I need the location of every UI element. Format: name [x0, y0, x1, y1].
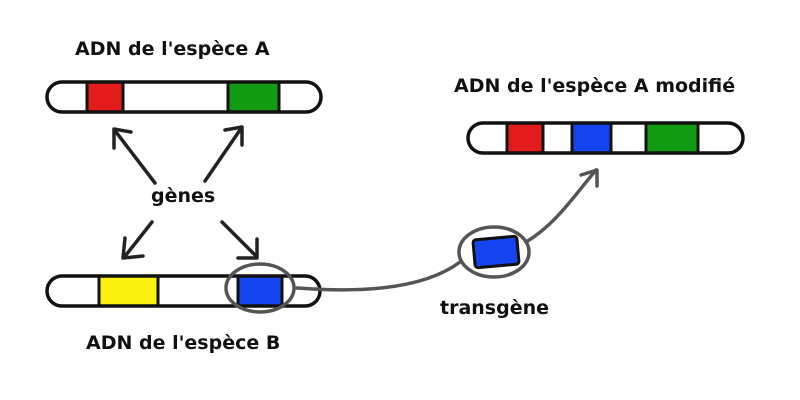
green-gene-a: [228, 82, 279, 112]
label-species-b: ADN de l'espèce B: [86, 332, 281, 354]
transgene-marker: [457, 225, 531, 279]
blue-gene-modified: [572, 123, 611, 153]
arrow-to-blue-gene: [220, 220, 259, 260]
label-transgene: transgène: [440, 297, 550, 319]
label-genes: gènes: [151, 185, 216, 207]
label-species-a: ADN de l'espèce A: [75, 38, 270, 60]
arrow-to-green-gene: [203, 125, 244, 183]
selection-circle-source: [224, 262, 296, 314]
blue-gene-b: [238, 276, 282, 306]
arrow-to-red-gene: [112, 127, 157, 185]
transfer-path: [295, 168, 599, 292]
dna-strand-species-b: [45, 274, 322, 308]
red-gene-a: [87, 82, 123, 112]
dna-strand-species-a-modified: [466, 121, 745, 155]
green-gene-modified: [646, 123, 698, 153]
gene-arrows: [112, 125, 259, 260]
transgene-blue-gene: [473, 236, 519, 268]
arrow-to-yellow-gene: [121, 220, 154, 260]
red-gene-modified: [507, 123, 543, 153]
yellow-gene-b: [99, 276, 158, 306]
label-species-a-modified: ADN de l'espèce A modifié: [454, 75, 736, 97]
dna-strand-species-a: [45, 80, 323, 114]
